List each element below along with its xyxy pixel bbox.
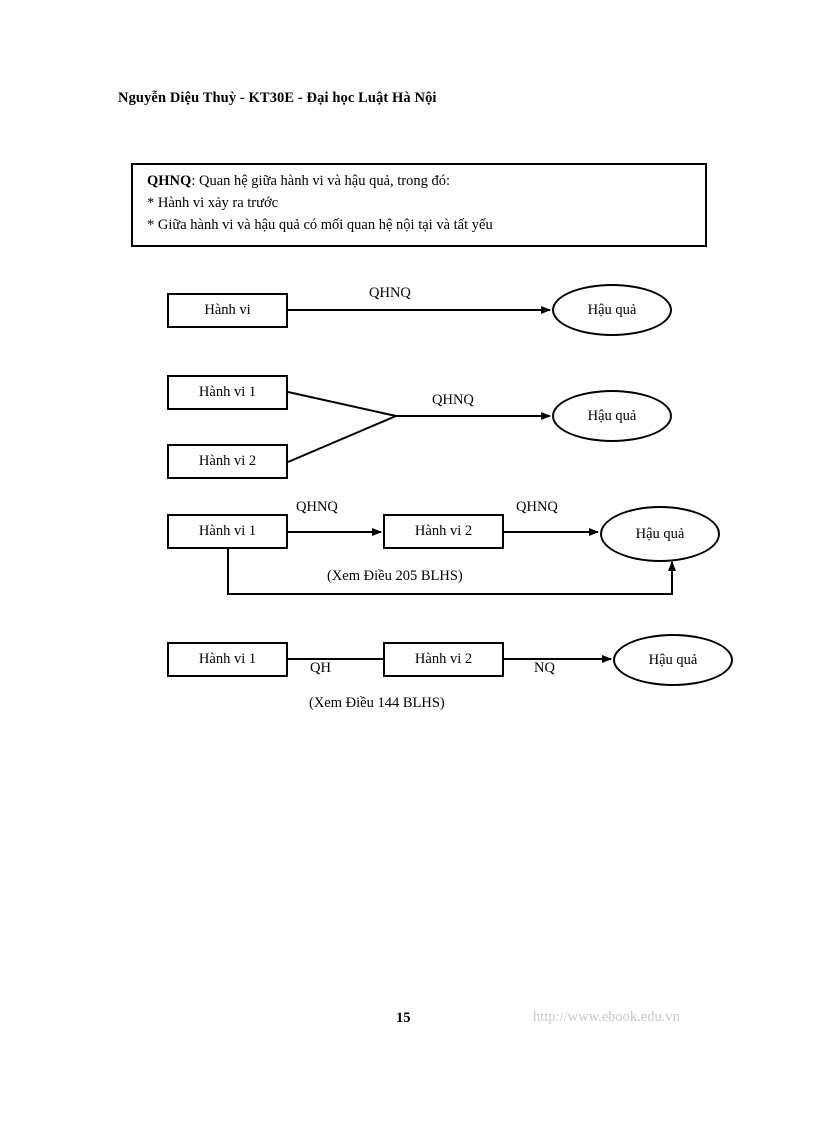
node-label: Hành vi 2: [414, 523, 473, 539]
node-label: Hậu quả: [648, 651, 698, 668]
page-number: 15: [396, 1010, 411, 1026]
definition-box: QHNQ: Quan hệ giữa hành vi và hậu quả, t…: [131, 163, 707, 247]
node-label: Hành vi 1: [198, 384, 257, 400]
diagram-3-edge-label-qhnq-2: QHNQ: [516, 499, 558, 515]
diagram-4-cause-box-2: Hành vi 2: [383, 642, 504, 677]
diagram-3-cause-box-2: Hành vi 2: [383, 514, 504, 549]
definition-line-1: QHNQ: Quan hệ giữa hành vi và hậu quả, t…: [147, 173, 450, 190]
diagram-2-effect-ellipse: Hậu quả: [552, 390, 672, 442]
diagram-3-effect-ellipse: Hậu quả: [600, 506, 720, 562]
diagram-2-edge-label-qhnq: QHNQ: [432, 392, 474, 408]
definition-term: QHNQ: [147, 173, 192, 189]
definition-line-2: * Hành vi xảy ra trước: [147, 195, 279, 211]
node-label: Hậu quả: [587, 407, 637, 424]
diagram-1-edge-label-qhnq: QHNQ: [369, 285, 411, 301]
diagram-4-cause-box-1: Hành vi 1: [167, 642, 288, 677]
document-header: Nguyễn Diệu Thuỳ - KT30E - Đại học Luật …: [118, 90, 437, 106]
diagram-2-cause-box-2: Hành vi 2: [167, 444, 288, 479]
diagram-4-caption: (Xem Điều 144 BLHS): [309, 695, 445, 711]
diagram-1-effect-ellipse: Hậu quả: [552, 284, 672, 336]
diagram-3-cause-box-1: Hành vi 1: [167, 514, 288, 549]
diagram-3-caption: (Xem Điều 205 BLHS): [327, 568, 463, 584]
diagram-3-edge-label-qhnq-1: QHNQ: [296, 499, 338, 515]
diagram-4-edge-label-nq: NQ: [534, 660, 555, 676]
diagram-2-cause-box-1: Hành vi 1: [167, 375, 288, 410]
node-label: Hành vi 1: [198, 651, 257, 667]
definition-line-1-rest: : Quan hệ giữa hành vi và hậu quả, trong…: [191, 173, 451, 189]
diagram-1-cause-box: Hành vi: [167, 293, 288, 328]
definition-line-3: * Giữa hành vi và hậu quả có mối quan hệ…: [147, 217, 493, 233]
node-label: Hậu quả: [587, 301, 637, 318]
node-label: Hành vi 2: [414, 651, 473, 667]
node-label: Hậu quả: [635, 525, 685, 542]
diagram-4-edge-label-qh: QH: [310, 660, 331, 676]
node-label: Hành vi 1: [198, 523, 257, 539]
watermark-url: http://www.ebook.edu.vn: [533, 1009, 680, 1025]
diagram-4-effect-ellipse: Hậu quả: [613, 634, 733, 686]
node-label: Hành vi 2: [198, 453, 257, 469]
node-label: Hành vi: [204, 302, 251, 318]
